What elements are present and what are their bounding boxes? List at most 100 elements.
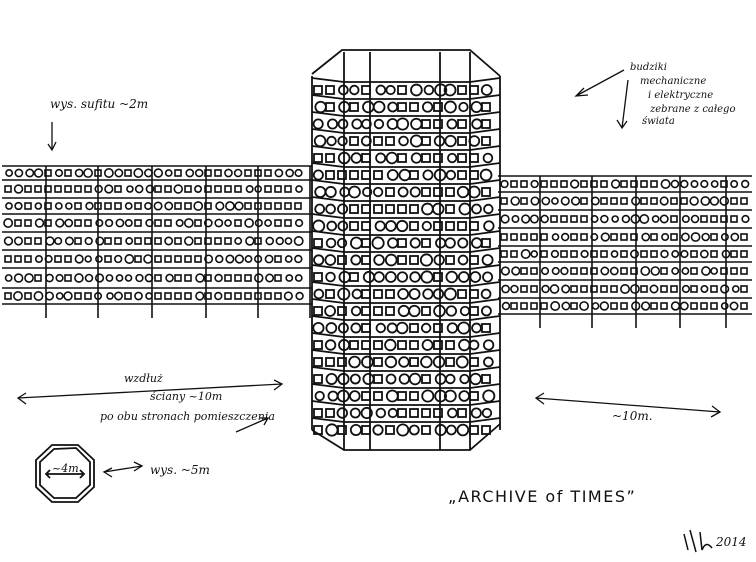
clock-mark (337, 306, 347, 316)
clock-mark (421, 220, 432, 232)
clock-mark (631, 301, 641, 311)
clock-mark (470, 237, 483, 249)
clock-mark (447, 407, 458, 419)
clock-mark (423, 84, 435, 96)
clock-mark (631, 196, 641, 206)
clock-mark (639, 214, 650, 224)
clock-mark (409, 357, 419, 367)
clock-mark (3, 218, 14, 228)
clock-mark (194, 168, 204, 178)
clock-mark (145, 218, 154, 228)
clock-mark (720, 180, 728, 188)
clock-mark (74, 237, 82, 245)
clock-mark (468, 135, 481, 147)
clock-mark (94, 291, 103, 301)
clock-mark (387, 101, 399, 113)
clock-mark (431, 202, 445, 216)
clock-mark (325, 203, 336, 215)
clock-mark (520, 267, 528, 275)
clock-mark (421, 306, 431, 316)
clock-mark (34, 202, 43, 210)
clock-mark (650, 180, 658, 188)
clock-mark (720, 232, 729, 242)
clock-mark (421, 187, 431, 197)
clock-mark (375, 407, 387, 419)
tower-bottom-edge (311, 423, 501, 451)
clock-mark (254, 254, 263, 264)
clock-mark (409, 134, 423, 148)
clock-mark (481, 323, 491, 333)
clock-mark (433, 135, 446, 147)
clock-mark (13, 236, 24, 246)
clock-mark (337, 255, 347, 265)
clock-mark (115, 218, 125, 228)
clock-mark (337, 425, 347, 435)
clock-mark (144, 201, 153, 211)
clock-mark (471, 322, 482, 334)
clock-mark (45, 236, 55, 246)
clock-mark (294, 168, 303, 178)
clock-mark (481, 136, 491, 146)
clock-mark (590, 180, 598, 188)
clock-mark (144, 273, 154, 283)
clock-mark (679, 301, 689, 311)
clock-mark (283, 291, 293, 301)
clock-mark (570, 267, 578, 275)
clock-mark (600, 214, 609, 224)
clock-mark (456, 423, 470, 437)
clock-mark (469, 391, 479, 401)
tower-shelf (311, 332, 501, 338)
clock-mark (154, 185, 162, 193)
clock-mark (124, 169, 132, 177)
clock-mark (254, 237, 262, 245)
diameter-note: ~4m (52, 462, 79, 475)
clock-mark (361, 85, 371, 95)
clock-mark (457, 85, 467, 95)
clock-mark (409, 204, 419, 214)
clock-mark (421, 119, 431, 129)
clock-mark (409, 186, 421, 198)
clock-mark (483, 356, 494, 368)
clock-mark (457, 237, 469, 249)
clock-mark (580, 197, 588, 205)
clock-mark (590, 285, 598, 293)
clock-mark (570, 285, 578, 293)
clock-mark (164, 169, 173, 177)
clock-mark (194, 219, 202, 227)
clock-mark (336, 389, 350, 403)
clock-mark (74, 292, 82, 300)
clock-mark (336, 237, 348, 249)
clock-mark (234, 219, 242, 227)
clock-mark (164, 236, 174, 246)
clock-mark (650, 266, 661, 276)
clock-mark (314, 100, 327, 114)
clock-mark (224, 274, 232, 282)
left-length-arrow (16, 379, 284, 405)
clock-mark (540, 266, 550, 276)
clock-mark (134, 202, 142, 210)
clock-mark (387, 237, 399, 249)
clock-mark (396, 219, 409, 233)
clock-mark (54, 168, 64, 178)
clock-mark (373, 271, 385, 283)
clock-mark (204, 292, 212, 300)
clock-mark (74, 254, 84, 264)
clock-mark (445, 340, 455, 350)
clock-mark (184, 292, 192, 300)
clock-mark (124, 274, 133, 282)
clock-mark (408, 372, 422, 386)
clock-mark (469, 289, 479, 299)
clock-mark (173, 184, 184, 194)
clock-mark (641, 232, 651, 242)
clock-mark (360, 406, 373, 420)
clock-mark (74, 168, 84, 178)
clock-mark (349, 84, 360, 96)
clock-mark (234, 185, 242, 193)
right-shelf-wall (498, 175, 752, 328)
clock-mark (372, 424, 384, 436)
clock-mark (730, 215, 738, 223)
clock-mark (274, 202, 282, 210)
clock-mark (174, 169, 182, 177)
clock-mark (104, 218, 114, 228)
clock-mark (184, 202, 192, 210)
